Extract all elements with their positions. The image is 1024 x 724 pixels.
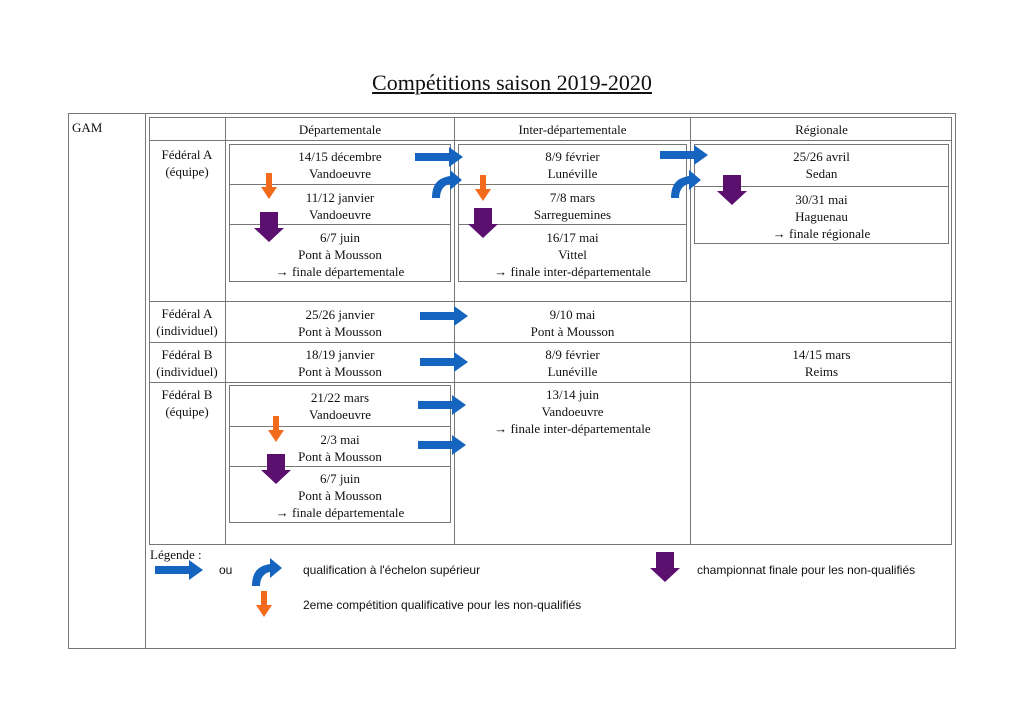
- competition-entry: 21/22 mars Vandoeuvre: [308, 390, 372, 422]
- qualification-arrow-icon: [418, 435, 466, 455]
- qualification-curved-arrow-icon: [671, 170, 701, 198]
- competition-entry: 7/8 mars Sarreguemines: [533, 190, 612, 222]
- outer-frame: [68, 113, 956, 649]
- competition-entry: 11/12 janvier Vandoeuvre: [305, 190, 375, 222]
- competition-entry: 8/9 février Lunéville: [545, 347, 600, 379]
- legend-qualification-text: qualification à l'échelon supérieur: [303, 563, 481, 577]
- competition-entry: 2/3 mai Pont à Mousson: [298, 432, 382, 464]
- legend-purple-arrow-icon: [650, 552, 680, 582]
- competition-entry: 14/15 décembre Vandoeuvre: [298, 149, 382, 181]
- competition-entry: 8/9 février Lunéville: [545, 149, 600, 181]
- page-title: Compétitions saison 2019-2020: [372, 70, 652, 95]
- competition-entry: 6/7 juin Pont à Mousson → finale départe…: [275, 471, 405, 520]
- row-label-federal-b-individuel: Fédéral B (individuel): [156, 347, 218, 379]
- second-competition-arrow-icon: [261, 173, 277, 199]
- qualification-arrow-icon: [660, 145, 708, 165]
- competition-entry: 25/26 avril Sedan: [793, 149, 850, 181]
- row-label-federal-b-equipe: Fédéral B (équipe): [161, 387, 213, 419]
- qualification-arrow-icon: [420, 306, 468, 326]
- second-competition-arrow-icon: [475, 175, 491, 201]
- qualification-arrow-icon: [415, 147, 463, 167]
- competition-entry: 9/10 mai Pont à Mousson: [530, 307, 615, 339]
- qualification-curved-arrow-icon: [432, 170, 462, 198]
- section-divider: [145, 113, 146, 649]
- section-label: GAM: [72, 120, 103, 135]
- second-competition-arrow-icon: [268, 416, 284, 442]
- legend-orange-arrow-icon: [256, 591, 272, 617]
- row-label-federal-a-individuel: Fédéral A (individuel): [156, 306, 218, 338]
- competition-box: [458, 144, 687, 282]
- competition-entry: 13/14 juin Vandoeuvre → finale inter-dép…: [494, 387, 651, 436]
- qualification-arrow-icon: [420, 352, 468, 372]
- legend-or-word: ou: [219, 563, 233, 577]
- final-arrow-icon: [468, 208, 498, 238]
- legend-straight-arrow-icon: [155, 560, 203, 580]
- legend-second-competition-text: 2eme compétition qualificative pour les …: [303, 598, 582, 612]
- final-arrow-icon: [261, 454, 291, 484]
- final-arrow-icon: [717, 175, 747, 205]
- column-header-inter-departementale: Inter-départementale: [518, 122, 627, 137]
- competition-box: [229, 385, 451, 523]
- qualification-arrow-icon: [418, 395, 466, 415]
- competition-entry: 6/7 juin Pont à Mousson → finale départe…: [275, 230, 405, 279]
- competition-entry: 30/31 mai Haguenau → finale régionale: [772, 192, 871, 241]
- column-header-departementale: Départementale: [298, 122, 382, 137]
- competition-entry: 16/17 mai Vittel → finale inter-départem…: [494, 230, 651, 279]
- competition-entry: 18/19 janvier Pont à Mousson: [298, 347, 382, 379]
- competition-box: [694, 144, 949, 244]
- final-arrow-icon: [254, 212, 284, 242]
- row-label-federal-a-equipe: Fédéral A (équipe): [161, 147, 213, 179]
- competition-entry: 14/15 mars Reims: [792, 347, 851, 379]
- legend-final-text: championnat finale pour les non-qualifié…: [697, 563, 916, 577]
- competition-box: [229, 144, 451, 282]
- competition-entry: 25/26 janvier Pont à Mousson: [298, 307, 382, 339]
- column-header-regionale: Régionale: [795, 122, 848, 137]
- competition-table: [149, 117, 952, 545]
- legend-curved-arrow-icon: [252, 558, 282, 586]
- legend-title: Légende :: [150, 547, 202, 562]
